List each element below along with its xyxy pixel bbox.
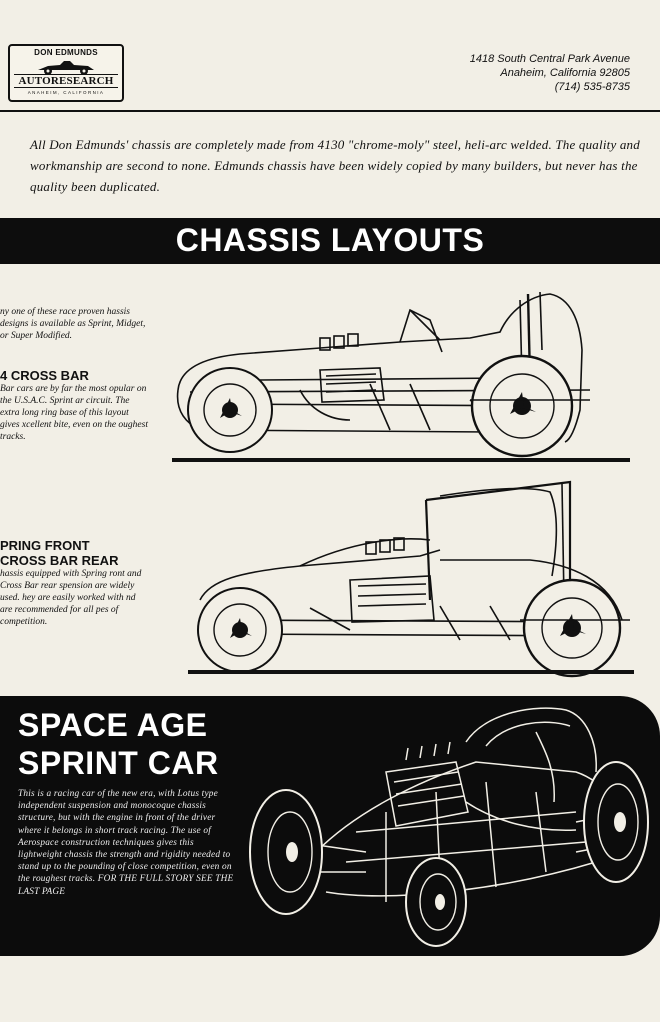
ground-line-2 bbox=[188, 670, 634, 674]
chassis-layouts-banner: CHASSIS LAYOUTS bbox=[0, 218, 660, 264]
spring-section: PRING FRONT CROSS BAR REAR hassis equipp… bbox=[0, 538, 150, 628]
address-city: Anaheim, California 92805 bbox=[500, 67, 630, 79]
logo-top-text: DON EDMUNDS bbox=[34, 48, 98, 57]
spring-heading-line2: CROSS BAR REAR bbox=[0, 553, 119, 568]
address-block: 1418 South Central Park Avenue Anaheim, … bbox=[470, 52, 630, 94]
spring-text: hassis equipped with Spring ront and Cro… bbox=[0, 569, 142, 627]
front-wheel-icon bbox=[187, 367, 273, 453]
space-age-title: SPACE AGE SPRINT CAR bbox=[18, 706, 219, 782]
rear-wheel-icon bbox=[522, 578, 622, 678]
front-wheel-icon bbox=[197, 587, 283, 673]
intro-paragraph: All Don Edmunds' chassis are completely … bbox=[30, 137, 640, 194]
space-age-car-drawing bbox=[249, 707, 649, 947]
crossbar-heading: 4 CROSS BAR bbox=[0, 368, 89, 383]
space-age-title-line1: SPACE AGE bbox=[18, 707, 208, 743]
banner-title: CHASSIS LAYOUTS bbox=[175, 222, 485, 258]
layouts-lead-text: ny one of these race proven hassis desig… bbox=[0, 307, 146, 341]
space-age-text: This is a racing car of the new era, wit… bbox=[18, 788, 234, 898]
crossbar-section: 4 CROSS BAR Bar cars are by far the most… bbox=[0, 368, 150, 443]
header-divider bbox=[0, 110, 660, 112]
space-age-panel: SPACE AGE SPRINT CAR This is a racing ca… bbox=[0, 696, 660, 956]
logo-sub-text: ANAHEIM, CALIFORNIA bbox=[27, 90, 105, 95]
logo-car-icon bbox=[38, 61, 94, 75]
autoresearch-logo: DON EDMUNDS AUTORESEARCH ANAHEIM, CALIFO… bbox=[8, 44, 124, 102]
front-wheel-icon bbox=[405, 857, 467, 947]
space-age-body: This is a racing car of the new era, wit… bbox=[18, 789, 232, 885]
rear-wheel-icon bbox=[583, 761, 649, 883]
address-street: 1418 South Central Park Avenue bbox=[469, 53, 630, 65]
crossbar-text: Bar cars are by far the most opular on t… bbox=[0, 384, 148, 442]
front-wheel-icon bbox=[249, 789, 323, 915]
logo-main-text: AUTORESEARCH bbox=[14, 74, 118, 88]
spring-heading-line1: PRING FRONT bbox=[0, 538, 90, 553]
spring-chassis-drawing bbox=[197, 480, 630, 678]
space-age-cta: FOR THE FULL STORY SEE THE LAST PAGE bbox=[18, 874, 234, 897]
ground-line-1 bbox=[172, 458, 630, 462]
address-phone: (714) 535-8735 bbox=[554, 81, 630, 93]
rear-wheel-icon bbox=[470, 354, 574, 458]
crossbar-chassis-drawing bbox=[176, 291, 591, 458]
space-age-title-line2: SPRINT CAR bbox=[18, 745, 219, 781]
